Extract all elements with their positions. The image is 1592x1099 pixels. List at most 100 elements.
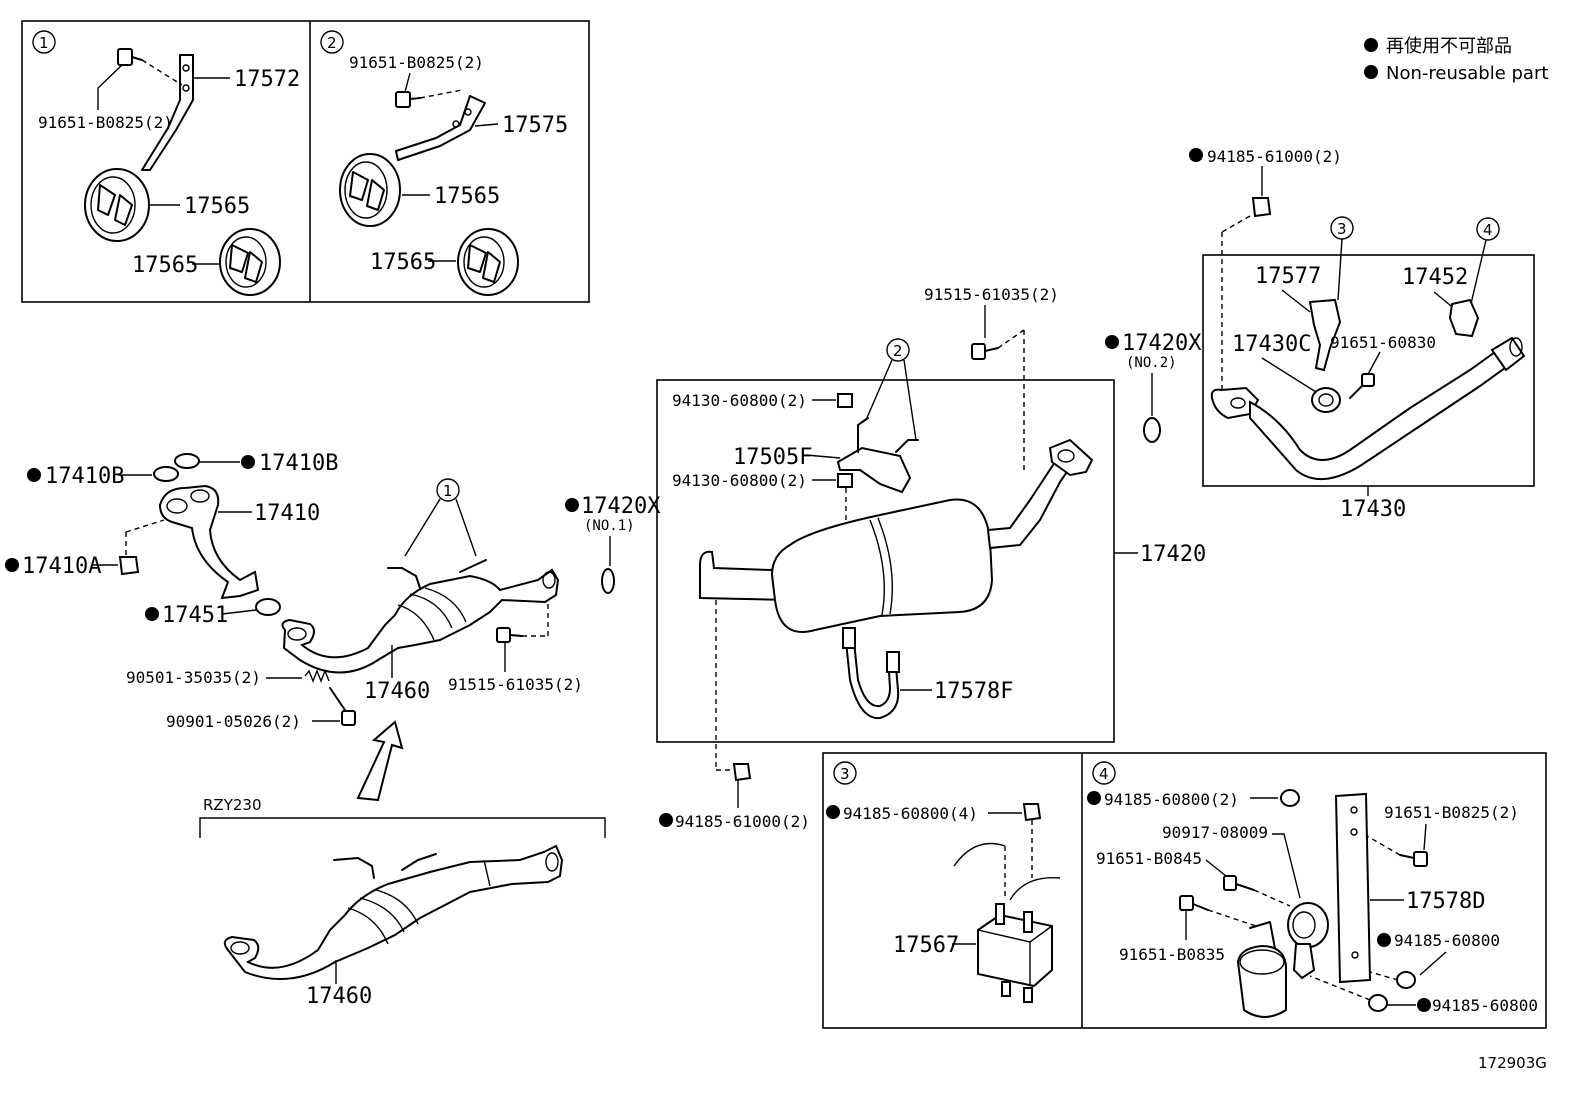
legend-line-2: Non-reusable part	[1386, 63, 1548, 84]
box-1-marker-icon	[32, 30, 56, 54]
long-bracket-icon	[1334, 792, 1372, 984]
box-3-marker-icon	[833, 761, 857, 785]
box-1-bolt-label: 91651-B0825(2)	[38, 113, 173, 132]
box-2-cushion-b-label: 17565	[370, 250, 436, 275]
bolt-90901-label: 90901-05026(2)	[166, 712, 301, 731]
center-pipe-17420-label: 17420	[1140, 542, 1206, 567]
inset-box-3: 3 94185-60800(4) 17567	[826, 761, 1061, 1003]
box-2-marker-icon	[320, 30, 344, 54]
ref-1-marker-icon	[436, 478, 460, 502]
nut-94185-61000-bottom-label: 94185-61000(2)	[675, 812, 810, 831]
muffler-icon	[699, 438, 1094, 633]
box-4-bolt-right-label: 91651-B0825(2)	[1384, 803, 1519, 822]
ref-2-number: 2	[893, 342, 903, 360]
tail-pipe-icon	[1210, 336, 1526, 481]
non-reusable-dot	[1377, 933, 1391, 947]
hanger-17577-label: 17577	[1255, 264, 1321, 289]
non-reusable-dot	[826, 805, 840, 819]
nut-icon	[837, 393, 853, 408]
gasket-17420x-no1-label: 17420X	[581, 494, 661, 519]
inset-frame-bottom	[822, 752, 1547, 1029]
bolt-icon	[971, 343, 999, 360]
catalytic-converter-icon	[281, 559, 560, 674]
engine-mount-icon	[977, 903, 1053, 1003]
nut-94130-b-label: 94130-60800(2)	[672, 471, 807, 490]
nut-icon	[118, 556, 140, 576]
tail-pipe-17430-label: 17430	[1340, 497, 1406, 522]
tail-pipe-group: 94185-61000(2) 3 4 17577 17452 17430C 91…	[1189, 147, 1526, 522]
box-4-nut-mid-label: 94185-60800	[1394, 931, 1500, 950]
box-2-bracket-label: 17575	[502, 113, 568, 138]
gasket-icon	[601, 568, 615, 594]
gasket-17410b-left-label: 17410B	[45, 464, 124, 489]
ref-3-number: 3	[1337, 220, 1347, 238]
ref-4-number: 4	[1483, 221, 1493, 239]
bolt-91515-front-label: 91515-61035(2)	[448, 675, 583, 694]
nut-icon	[1280, 789, 1300, 807]
box-2-number: 2	[327, 34, 337, 52]
clamp-17452-label: 17452	[1402, 265, 1468, 290]
nut-94185-61000-top-label: 94185-61000(2)	[1207, 147, 1342, 166]
body-outline	[1009, 876, 1061, 901]
bolt-icon	[395, 91, 421, 108]
variant-converter-label: 17460	[306, 984, 372, 1009]
non-reusable-dot	[5, 558, 19, 572]
spring-icon	[304, 669, 330, 683]
direction-arrow-icon	[356, 720, 404, 802]
center-pipe-group: 91515-61035(2) 94130-60800(2) 2 17505F 9…	[659, 285, 1206, 831]
box-4-nut-top-label: 94185-60800(2)	[1104, 790, 1239, 809]
gasket-17451-label: 17451	[162, 603, 228, 628]
box-1-cushion-a-label: 17565	[184, 194, 250, 219]
bolt-icon	[1399, 851, 1428, 867]
legend-line-1: 再使用不可部品	[1386, 36, 1512, 57]
bolt-91515-center-label: 91515-61035(2)	[924, 285, 1059, 304]
pipe-17410-label: 17410	[254, 501, 320, 526]
front-pipe-group: 17410B 17410B 17410 17410A 17451 1	[5, 451, 661, 802]
box-1-number: 1	[39, 34, 49, 52]
dynamic-damper-icon	[1287, 902, 1329, 980]
nut-icon	[732, 763, 752, 782]
catalytic-converter-icon	[223, 844, 564, 981]
non-reusable-dot	[1105, 335, 1119, 349]
box-2-bolt-label: 91651-B0825(2)	[349, 53, 484, 72]
rubber-cushion-icon	[457, 228, 519, 296]
clamp-icon	[1448, 298, 1480, 338]
bolt-icon	[1179, 895, 1209, 911]
nut-icon	[837, 473, 853, 488]
hanger-bracket-icon	[395, 95, 486, 161]
legend-dot-1	[1364, 38, 1378, 52]
box-1-cushion-b-label: 17565	[132, 253, 198, 278]
non-reusable-dot	[241, 455, 255, 469]
box-4-bolt-b-label: 91651-B0835	[1119, 945, 1225, 964]
box-1-bracket-label: 17572	[234, 67, 300, 92]
gasket-icon	[174, 453, 200, 469]
non-reusable-dot	[1087, 791, 1101, 805]
inset-box-2: 2 91651-B0825(2) 17575 17565	[320, 30, 568, 296]
box-4-bolt-a-label: 91651-B0845	[1096, 849, 1202, 868]
inset-frame-top	[21, 20, 590, 303]
non-reusable-dot	[145, 607, 159, 621]
bracket-17505f-label: 17505F	[733, 445, 812, 470]
variant-rzy230: RZY230 17460	[199, 796, 606, 1009]
rubber-cushion-icon	[84, 168, 150, 242]
box-3-nut-label: 94185-60800(4)	[843, 804, 978, 823]
figure-id: 172903G	[1478, 1054, 1547, 1072]
rubber-cushion-icon	[339, 153, 401, 227]
nut-icon	[1368, 994, 1388, 1012]
bracket-17578d-label: 17578D	[1406, 889, 1485, 914]
box-3-number: 3	[840, 765, 850, 783]
hanger-bracket-icon	[141, 54, 194, 171]
bolt-icon	[1223, 875, 1255, 891]
nut-icon	[1396, 971, 1416, 989]
spring-label: 90501-35035(2)	[126, 668, 261, 687]
non-reusable-dot	[1189, 148, 1203, 162]
bolt-icon	[329, 687, 356, 726]
box-2-cushion-a-label: 17565	[434, 184, 500, 209]
muffler-band-icon	[842, 627, 900, 720]
legend: 再使用不可部品 Non-reusable part	[1364, 36, 1548, 84]
non-reusable-dot	[565, 498, 579, 512]
variant-model-label: RZY230	[203, 796, 262, 814]
hanger-bracket-icon	[836, 417, 919, 494]
gasket-icon	[153, 466, 179, 482]
